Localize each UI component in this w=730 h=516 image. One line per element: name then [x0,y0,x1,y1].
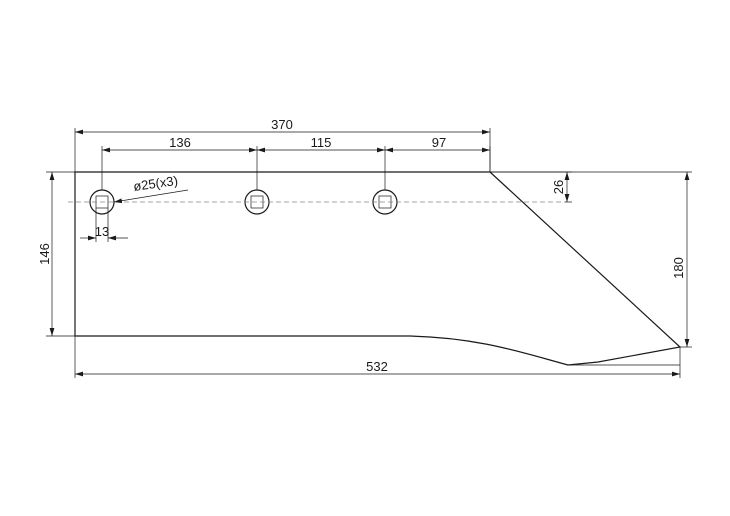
dimension-13-label: 13 [95,224,109,239]
dimension-180-label: 180 [671,257,686,279]
hole-diameter-label: ø25(x3) [132,173,178,194]
dimension-370-label: 370 [271,117,293,132]
dimension-hole-offset: 13 [80,208,128,242]
dimension-146-label: 146 [37,243,52,265]
dimension-hole-spacing: 136 115 97 [101,135,491,190]
part-outline [74,171,682,366]
blade-contour [74,171,682,366]
dimension-right-height: 180 [490,171,692,348]
dimension-26-label: 26 [551,180,566,194]
dimension-532-label: 532 [366,359,388,374]
dimension-left-height: 146 [37,171,75,337]
dimension-overall-top: 370 [74,117,491,172]
dimension-97-label: 97 [432,135,446,150]
dimension-top-offset: 26 [490,171,572,203]
dimension-136-label: 136 [169,135,191,150]
hole-diameter-callout: ø25(x3) [113,173,189,204]
dimension-115-label: 115 [311,135,332,150]
dimension-overall-bottom: 532 [74,336,681,378]
